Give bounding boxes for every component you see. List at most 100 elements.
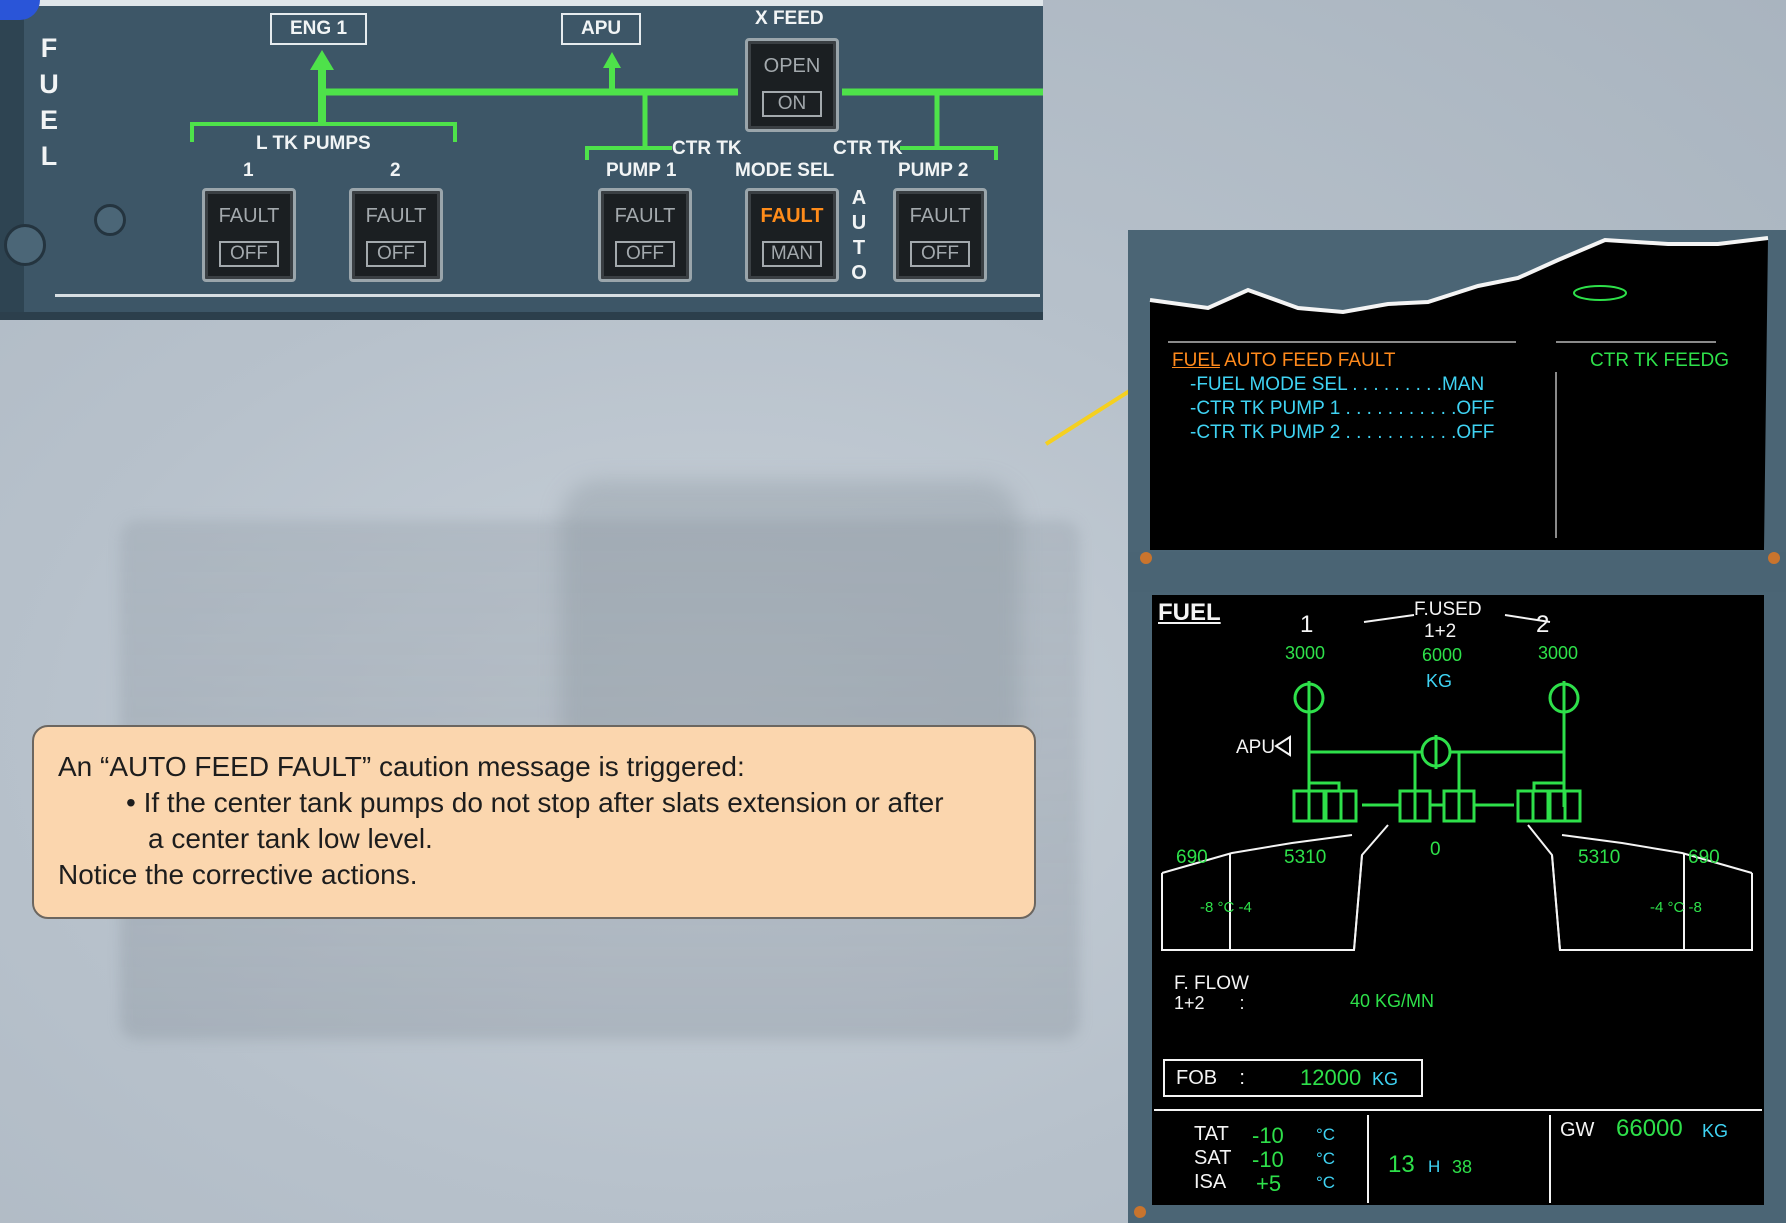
off-legend: OFF	[910, 241, 970, 267]
left-tank-temps: -8 °C -4	[1200, 899, 1252, 916]
display-bezel-divider	[1128, 552, 1786, 592]
l-tk-pump-2-number: 2	[390, 160, 401, 181]
fused-eng2-value: 3000	[1538, 643, 1579, 663]
fault-legend: FAULT	[218, 205, 280, 227]
l-tk-pump-2-pushbutton[interactable]: FAULT OFF	[349, 188, 443, 282]
panel-vertical-title: F U E L	[39, 33, 59, 171]
sat-unit: °C	[1316, 1149, 1336, 1168]
l-tk-pump-1-number: 1	[243, 160, 254, 181]
sd-fuel-page: FUEL 1 2 F.USED 1+2 3000 6000 3000 KG AP…	[1152, 595, 1764, 1205]
tat-unit: °C	[1316, 1125, 1336, 1144]
fault-legend: FAULT	[909, 205, 971, 227]
apu-arrow-icon	[1274, 735, 1291, 757]
bezel-bolt	[1134, 1206, 1146, 1218]
ecam-display-unit: FUEL AUTO FEED FAULT -FUEL MODE SEL . . …	[1128, 230, 1786, 1223]
tat-value: -10	[1252, 1123, 1284, 1148]
ctr-tk-bracket-left	[585, 146, 672, 160]
callout-line-4: Notice the corrective actions.	[58, 859, 418, 890]
mode-sel-label: MODE SEL	[735, 160, 835, 181]
l-tk-pump-1-pushbutton[interactable]: FAULT OFF	[202, 188, 296, 282]
fused-eng1-value: 3000	[1285, 643, 1326, 663]
xfeed-on-legend: ON	[762, 91, 822, 117]
inner-left-tank-qty: 5310	[1284, 847, 1327, 868]
memo-ctr-tk-feedg: CTR TK FEEDG	[1590, 350, 1729, 371]
off-legend: OFF	[615, 241, 675, 267]
apu-arrow-head	[603, 52, 621, 68]
ewd-top-edge	[1149, 236, 1769, 315]
r-pump-manifold	[1532, 781, 1564, 791]
fused-right-dash	[1504, 614, 1551, 623]
l-pump-manifold	[1309, 781, 1341, 791]
fuel-feed-lines	[190, 50, 1043, 160]
time-h-unit: H	[1428, 1157, 1441, 1176]
panel-knob	[4, 224, 46, 266]
ewd-black-area	[1150, 238, 1768, 550]
ctr-tk-left-label: CTR TK	[672, 138, 742, 159]
apu-label: APU	[561, 13, 642, 45]
wing-top-left	[1161, 834, 1353, 874]
fused-sum-label: 1+2	[1424, 621, 1457, 642]
tat-label: TAT	[1194, 1123, 1229, 1145]
ctr-tk-bracket-right	[900, 146, 998, 160]
fused-unit: KG	[1426, 671, 1453, 691]
bezel-bolt	[1768, 552, 1780, 564]
tank-divider-center-left	[1353, 854, 1363, 951]
panel-bottom-line	[55, 294, 1040, 297]
eng2-number: 2	[1536, 611, 1550, 638]
fused-label: F.USED	[1414, 599, 1482, 620]
time-hours: 13	[1388, 1151, 1415, 1178]
gw-value: 66000	[1616, 1115, 1683, 1142]
blue-corner-marker	[0, 0, 40, 20]
caution-system: FUEL	[1172, 350, 1220, 371]
overhead-fuel-panel: F U E L ENG 1 APU X FEED L TK PUMPS 1 2 …	[0, 0, 1043, 320]
fault-legend: FAULT	[365, 205, 427, 227]
caution-title: FUEL AUTO FEED FAULT	[1172, 350, 1396, 372]
eng1-label: ENG 1	[270, 13, 368, 45]
panel-screw	[94, 204, 126, 236]
panel-top-edge	[0, 0, 1043, 6]
apu-label: APU	[1236, 737, 1276, 758]
xfeed-open-legend: OPEN	[763, 55, 821, 77]
ctr-pump2-label: PUMP 2	[898, 160, 969, 181]
fuel-flow-sum-label: 1+2 :	[1174, 993, 1245, 1013]
ctr-tk-pump-2-pushbutton[interactable]: FAULT OFF	[893, 188, 987, 282]
wing-top-right	[1561, 834, 1753, 874]
wing-outline	[1161, 824, 1389, 951]
callout-bullet: • If the center tank pumps do not stop a…	[126, 787, 944, 818]
ewd-screen	[1149, 236, 1769, 550]
action-line: -CTR TK PUMP 1 . . . . . . . . . . .OFF	[1190, 398, 1495, 419]
xfeed-label: X FEED	[755, 8, 824, 29]
ctr-tk-pump-1-pushbutton[interactable]: FAULT OFF	[598, 188, 692, 282]
man-legend: MAN	[762, 241, 822, 267]
fob-unit: KG	[1372, 1069, 1399, 1089]
wing-outline-right	[1527, 824, 1753, 951]
fuel-synoptic-graphics	[1154, 614, 1762, 1203]
fused-total-value: 6000	[1422, 645, 1463, 665]
fob-label: FOB :	[1176, 1067, 1245, 1089]
gw-unit: KG	[1702, 1121, 1729, 1141]
inner-right-tank-qty: 5310	[1578, 847, 1621, 868]
mode-sel-fault-legend: FAULT	[760, 205, 824, 227]
l-tk-pumps-bracket	[190, 122, 457, 142]
auto-vertical-label: A U T O	[851, 187, 867, 284]
callout-bullet-continued: a center tank low level.	[148, 823, 433, 854]
fob-frame	[1163, 1059, 1423, 1097]
xfeed-pushbutton[interactable]: OPEN ON	[745, 38, 839, 132]
time-minutes: 38	[1452, 1157, 1473, 1177]
sat-label: SAT	[1194, 1147, 1232, 1169]
action-line: -FUEL MODE SEL . . . . . . . . .MAN	[1190, 374, 1485, 395]
mode-sel-pushbutton[interactable]: FAULT MAN	[745, 188, 839, 282]
bezel-bolt	[1140, 552, 1152, 564]
center-tank-qty: 0	[1430, 839, 1441, 860]
ctr-pump1-label: PUMP 1	[606, 160, 677, 181]
off-legend: OFF	[219, 241, 279, 267]
callout-line-1: An “AUTO FEED FAULT” caution message is …	[58, 751, 745, 782]
off-legend: OFF	[366, 241, 426, 267]
right-tank-temps: -4 °C -8	[1650, 899, 1702, 916]
sat-value: -10	[1252, 1147, 1284, 1172]
isa-unit: °C	[1316, 1173, 1336, 1192]
isa-label: ISA	[1194, 1171, 1227, 1193]
fault-legend: FAULT	[614, 205, 676, 227]
gw-label: GW	[1560, 1119, 1595, 1141]
l-tk-pumps-label: L TK PUMPS	[256, 133, 371, 154]
